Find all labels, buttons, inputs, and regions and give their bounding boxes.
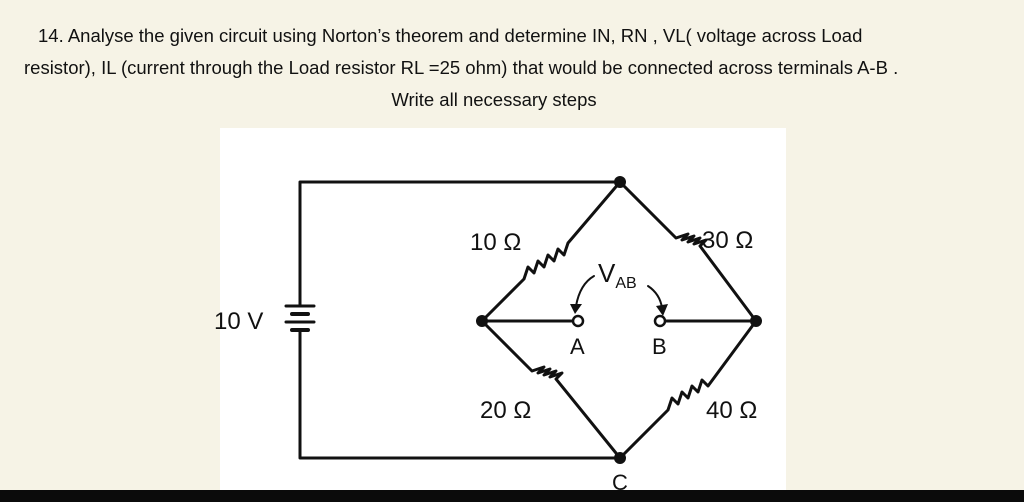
- vab-label: VAB: [598, 258, 637, 292]
- vab-arrow-right: [647, 285, 663, 309]
- terminal-b-label: B: [652, 334, 667, 359]
- node-right: [750, 315, 762, 327]
- resistor-10-ohm-label: 10 Ω: [470, 229, 521, 256]
- bottom-bar: [0, 490, 1024, 502]
- node-c-label: C: [612, 470, 628, 495]
- terminal-a-circle: [571, 314, 585, 328]
- vab-arrow-left: [575, 275, 595, 307]
- resistor-20-ohm: [480, 319, 622, 460]
- node-c: [614, 452, 626, 464]
- battery-symbol: [284, 304, 316, 332]
- terminal-a-label: A: [570, 334, 585, 359]
- question-line-2: resistor), IL (current through the Load …: [24, 57, 899, 78]
- question-line-3: Write all necessary steps: [391, 89, 597, 110]
- resistor-30-ohm-label: 30 Ω: [702, 227, 753, 254]
- resistor-40-ohm: [618, 319, 758, 460]
- resistor-10-ohm: [480, 180, 622, 323]
- vab-arrowhead-left: [570, 304, 582, 314]
- question-text: 14. Analyse the given circuit using Nort…: [24, 20, 984, 116]
- resistor-30-ohm: [618, 180, 758, 323]
- vab-arrowhead-right: [656, 304, 668, 316]
- circuit-diagram: 10 V 10 Ω 30 Ω 20 Ω 40 Ω A B C VAB: [214, 176, 762, 495]
- source-voltage-label: 10 V: [214, 308, 263, 335]
- vab-main: V: [598, 258, 616, 288]
- resistor-20-ohm-label: 20 Ω: [480, 397, 531, 424]
- node-top: [614, 176, 626, 188]
- wire-bottom: [298, 328, 622, 460]
- question-line-1: 14. Analyse the given circuit using Nort…: [38, 25, 863, 46]
- wire-top: [298, 180, 622, 308]
- resistor-40-ohm-label: 40 Ω: [706, 397, 757, 424]
- terminal-b-circle: [653, 314, 667, 328]
- circuit-figure: 10 V 10 Ω 30 Ω 20 Ω 40 Ω A B C VAB: [214, 128, 786, 502]
- vab-subscript: AB: [615, 275, 636, 292]
- node-left: [476, 315, 488, 327]
